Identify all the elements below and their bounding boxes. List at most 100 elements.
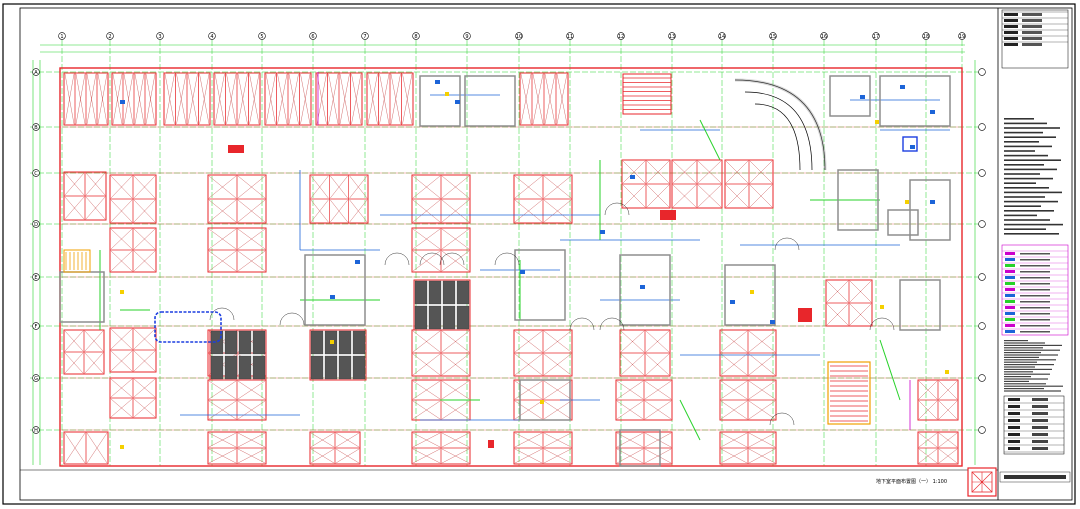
- title-header-table: [1001, 9, 1069, 69]
- notes-text-line: [1004, 376, 1031, 378]
- company-name-bar: [999, 471, 1071, 483]
- car-symbol: [442, 280, 456, 305]
- equipment-room: [909, 179, 951, 241]
- notes-text-line: [1004, 366, 1035, 368]
- stall-mark: [520, 73, 532, 125]
- stall-mark: [918, 432, 938, 448]
- legend-text: [1020, 271, 1050, 273]
- axis-bubble: [668, 32, 676, 40]
- stall-mark: [616, 432, 644, 448]
- axis-bubble: [978, 426, 986, 434]
- door-swing: [869, 317, 895, 331]
- device-symbol: [770, 320, 775, 324]
- notes-text-line: [1004, 233, 1059, 235]
- legend-symbol: [1005, 252, 1015, 255]
- parking-block: [109, 174, 157, 224]
- legend-symbol: [1005, 318, 1015, 321]
- parking-stall: [440, 352, 471, 377]
- stall-mark: [237, 199, 266, 223]
- stall-mark: [412, 400, 441, 420]
- stall-mark: [84, 330, 104, 352]
- notes-text-line: [1004, 349, 1060, 351]
- door-swing: [279, 312, 305, 326]
- axis-bubble: [208, 32, 216, 40]
- duct-run: [679, 399, 701, 441]
- stall-mark: [208, 448, 237, 464]
- axis-bubble: [32, 273, 40, 281]
- stall-mark: [110, 175, 133, 199]
- parking-stall: [236, 249, 267, 273]
- axis-bubble: [978, 374, 986, 382]
- title-block: [997, 8, 1069, 500]
- legend-text: [1020, 265, 1050, 267]
- stall-mark: [720, 330, 748, 353]
- parking-block: [621, 159, 671, 209]
- parking-stall: [696, 183, 723, 209]
- axis-label: 9: [465, 34, 468, 40]
- stall-mark: [133, 350, 156, 372]
- notes-text-line: [1004, 214, 1037, 217]
- legend-symbol: [1005, 324, 1015, 327]
- stall-mark: [330, 175, 348, 199]
- stall-mark: [214, 73, 225, 125]
- stall-mark: [514, 353, 543, 376]
- stall-mark: [725, 184, 749, 208]
- stall-mark: [412, 199, 441, 223]
- stall-mark: [110, 328, 133, 350]
- parking-stall: [542, 198, 573, 224]
- stall-mark: [412, 380, 441, 400]
- axis-bubble: [958, 32, 966, 40]
- stall-mark: [237, 380, 266, 400]
- parking-stall: [84, 195, 107, 221]
- stall-mark: [645, 330, 670, 353]
- equipment-room: [879, 75, 951, 127]
- axis-bubble: [309, 32, 317, 40]
- stall-mark: [133, 378, 156, 398]
- axis-bubble: [769, 32, 777, 40]
- fire-equipment: [488, 440, 494, 448]
- axis-bubble: [32, 123, 40, 131]
- notes-text-line: [1004, 373, 1050, 375]
- parking-stall: [348, 198, 369, 224]
- stall-mark: [145, 73, 156, 125]
- legend-text: [1020, 289, 1050, 291]
- axis-bubble: [820, 32, 828, 40]
- stall-mark: [64, 172, 85, 196]
- axis-bubble: [361, 32, 369, 40]
- stall-mark: [622, 184, 646, 208]
- fixture-symbol: [750, 290, 754, 294]
- stall-mark: [112, 73, 123, 125]
- stall-mark: [441, 250, 470, 272]
- notes-text-line: [1004, 364, 1054, 366]
- stall-mark: [133, 250, 156, 272]
- stall-mark: [748, 353, 776, 376]
- notes-text-line: [1004, 164, 1044, 166]
- duct-run: [699, 119, 721, 161]
- axis-label: 8: [414, 34, 417, 40]
- parking-block: [519, 72, 569, 126]
- stall-mark: [237, 250, 266, 272]
- car-symbol: [414, 305, 428, 330]
- stall-mark: [826, 303, 849, 326]
- parking-block: [63, 72, 109, 126]
- signature-text: [1008, 405, 1020, 408]
- stall-mark: [826, 280, 849, 303]
- stall-mark: [543, 330, 572, 353]
- axis-label: 19: [959, 34, 965, 40]
- axis-bubble: [32, 322, 40, 330]
- notes-text-line: [1004, 347, 1043, 349]
- legend-text: [1020, 259, 1050, 261]
- axis-bubble: [872, 32, 880, 40]
- signature-text: [1008, 412, 1020, 415]
- legend-symbol: [1005, 264, 1015, 267]
- stall-mark: [918, 448, 938, 464]
- legend-text: [1020, 295, 1050, 297]
- parking-stall: [645, 183, 671, 209]
- axis-label: E: [34, 275, 37, 281]
- notes-text-line: [1004, 154, 1048, 157]
- stall-mark: [208, 432, 237, 448]
- title-row-text: [1004, 43, 1018, 46]
- door-swing: [384, 252, 410, 266]
- stall-mark: [249, 73, 260, 125]
- axis-bubble: [718, 32, 726, 40]
